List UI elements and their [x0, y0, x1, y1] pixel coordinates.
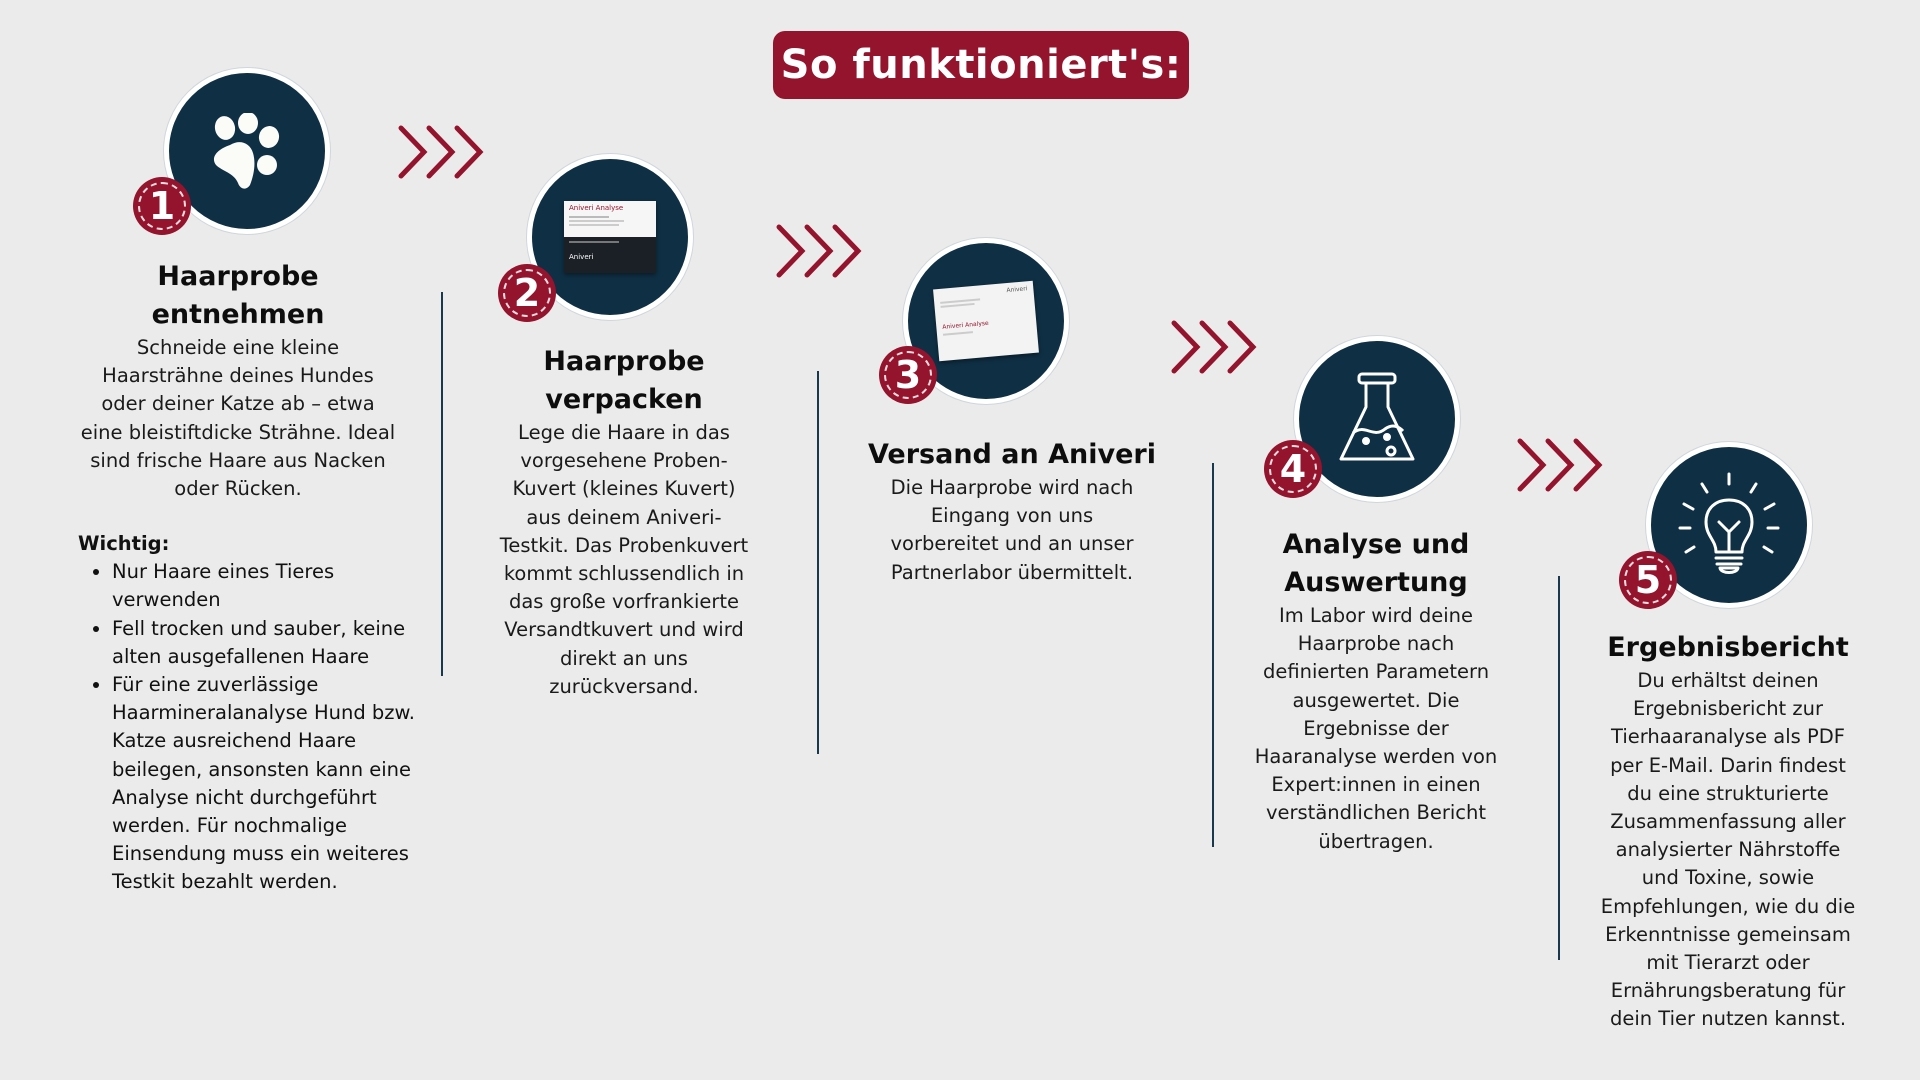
step-2-number-badge: 2 — [498, 264, 556, 322]
step-1-icon-circle — [164, 68, 330, 234]
step-number: 1 — [148, 184, 176, 228]
step-2-content: Haarprobe verpacken Lege die Haare in da… — [474, 343, 774, 701]
step-number: 2 — [513, 271, 541, 315]
step-number: 5 — [1634, 558, 1662, 602]
step-title: Ergebnisbericht — [1573, 629, 1883, 667]
kit-brand: Aniveri — [569, 253, 594, 261]
step-description: Du erhältst deinen Ergebnisbericht zur T… — [1600, 669, 1856, 1031]
step-title-line: Ergebnisbericht — [1607, 632, 1849, 663]
step-number: 4 — [1279, 447, 1307, 491]
step-title: Analyse und Auswertung — [1226, 526, 1526, 602]
chevrons-arrow-icon — [1517, 438, 1603, 492]
step-title-line: Analyse und — [1282, 529, 1470, 560]
step-4-content: Analyse und Auswertung Im Labor wird dei… — [1226, 526, 1526, 856]
step-title: Haarprobe verpacken — [474, 343, 774, 419]
step-title-line: verpacken — [545, 384, 703, 415]
step-title-line: Haarprobe — [157, 261, 319, 292]
flask-icon — [1339, 372, 1415, 461]
divider — [817, 371, 819, 754]
divider — [1558, 576, 1560, 960]
kit-label: Aniveri Analyse — [942, 319, 989, 331]
chevrons-arrow-icon — [776, 224, 862, 278]
step-title-line: Auswertung — [1284, 567, 1468, 598]
step-title: Versand an Aniveri — [862, 436, 1162, 474]
step-3-number-badge: 3 — [879, 346, 937, 404]
step-1-number-badge: 1 — [133, 177, 191, 235]
step-1-content: Haarprobe entnehmen Schneide eine kleine… — [68, 258, 408, 503]
step-title-line: Versand an Aniveri — [868, 439, 1156, 470]
step-5-number-badge: 5 — [1619, 551, 1677, 609]
paw-icon — [213, 113, 280, 189]
step-4-icon-circle — [1294, 336, 1460, 502]
list-item: Nur Haare eines Tieres verwenden — [112, 558, 418, 614]
kit-brand: Aniveri — [1006, 285, 1028, 295]
page-title: So funktioniert's: — [780, 42, 1182, 88]
important-list: Nur Haare eines Tieres verwenden Fell tr… — [78, 558, 418, 896]
step-description: Im Labor wird deine Haarprobe nach defin… — [1254, 604, 1498, 853]
step-description: Die Haarprobe wird nach Eingang von uns … — [890, 476, 1134, 584]
list-item: Für eine zuverlässige Haarmineralanalyse… — [112, 671, 418, 897]
envelope-icon: Aniveri Aniveri Analyse — [933, 280, 1039, 362]
divider — [441, 292, 443, 676]
step-number: 3 — [894, 353, 922, 397]
step-title-line: entnehmen — [151, 299, 325, 330]
step-4-number-badge: 4 — [1264, 440, 1322, 498]
divider — [1212, 463, 1214, 847]
kit-label: Aniveri Analyse — [569, 204, 624, 212]
step-5-content: Ergebnisbericht Du erhältst deinen Ergeb… — [1573, 629, 1883, 1034]
step-title: Haarprobe entnehmen — [68, 258, 408, 334]
step-description: Lege die Haare in das vorgesehene Proben… — [499, 421, 749, 698]
chevrons-arrow-icon — [1171, 320, 1257, 374]
test-kit-icon: Aniveri Analyse Aniveri — [564, 201, 656, 273]
page-title-banner: So funktioniert's: — [773, 31, 1189, 99]
chevrons-arrow-icon — [398, 125, 484, 179]
step-3-content: Versand an Aniveri Die Haarprobe wird na… — [862, 436, 1162, 587]
step-title-line: Haarprobe — [543, 346, 705, 377]
lightbulb-icon — [1678, 472, 1780, 574]
list-item: Fell trocken und sauber, keine alten aus… — [112, 615, 418, 671]
important-label: Wichtig: — [78, 532, 170, 555]
important-notes: Wichtig: Nur Haare eines Tieres verwende… — [78, 530, 418, 897]
step-description: Schneide eine kleine Haarsträhne deines … — [80, 336, 396, 501]
